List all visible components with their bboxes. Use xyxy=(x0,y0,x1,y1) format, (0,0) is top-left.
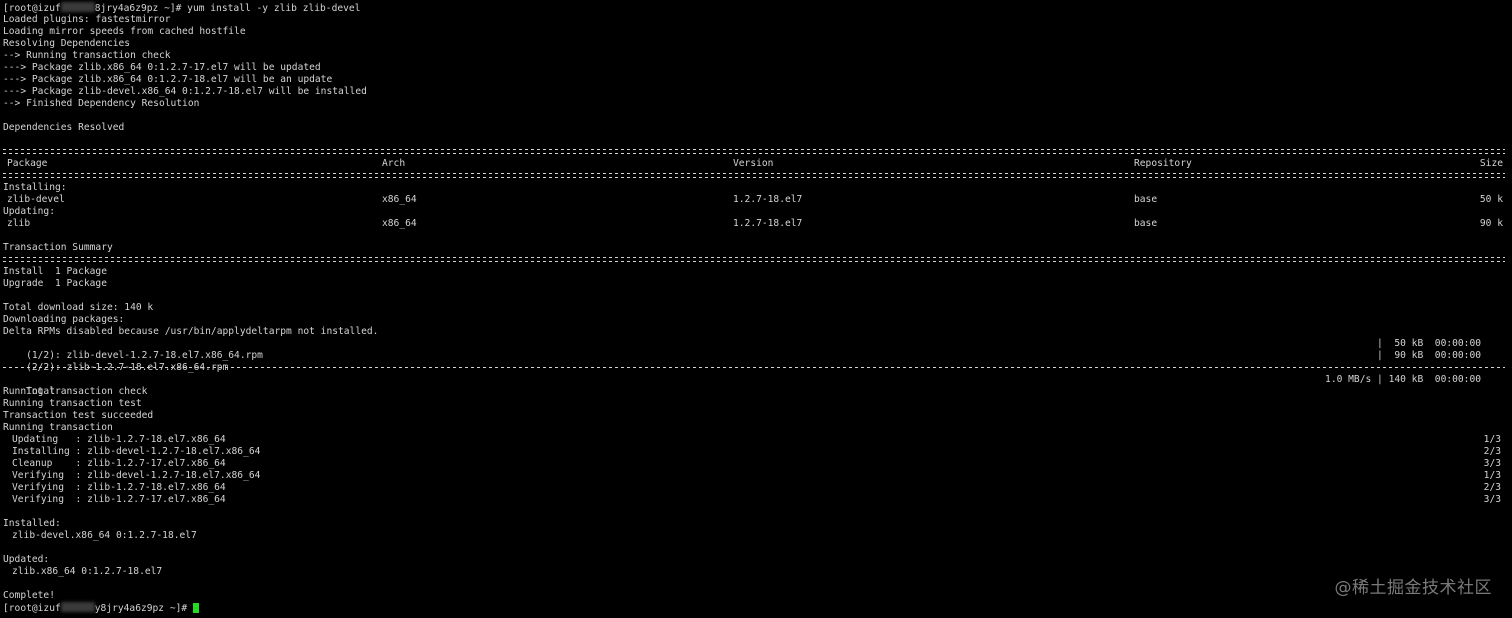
download-file-stats: | 50 kB 00:00:00 xyxy=(1377,338,1481,349)
output-line: ---> Package zlib.x86_64 0:1.2.7-18.el7 … xyxy=(3,74,333,85)
step-text: Verifying : zlib-1.2.7-18.el7.x86_64 xyxy=(12,482,226,493)
updated-package: zlib.x86_64 0:1.2.7-18.el7 xyxy=(12,566,163,577)
download-file-name: (1/2): zlib-devel-1.2.7-18.el7.x86_64.rp… xyxy=(26,350,263,361)
total-download-size: Total download size: 140 k xyxy=(3,302,154,313)
prompt-text: y8jry4a6z9pz ~]# xyxy=(94,603,193,614)
row-arch: x86_64 xyxy=(382,218,417,229)
step-count: 1/3 xyxy=(1483,470,1501,481)
download-file: (2/2): zlib-1.2.7-18.el7.x86_64.rpm | 90… xyxy=(3,350,1505,373)
header-package: Package xyxy=(7,158,48,169)
double-separator xyxy=(3,254,1505,266)
step-text: Updating : zlib-1.2.7-18.el7.x86_64 xyxy=(12,434,226,445)
output-line: Loading mirror speeds from cached hostfi… xyxy=(3,26,246,37)
row-version: 1.2.7-18.el7 xyxy=(733,218,803,229)
download-file-stats: | 90 kB 00:00:00 xyxy=(1377,350,1481,361)
output-line: Dependencies Resolved xyxy=(3,122,125,133)
output-line: Loaded plugins: fastestmirror xyxy=(3,14,171,25)
download-total-stats: 1.0 MB/s | 140 kB 00:00:00 xyxy=(1325,374,1481,385)
step-count: 2/3 xyxy=(1483,446,1501,457)
row-package: zlib-devel xyxy=(7,194,65,205)
step-count: 3/3 xyxy=(1483,458,1501,469)
dashed-separator xyxy=(3,362,1505,374)
updated-label: Updated: xyxy=(3,554,50,565)
header-version: Version xyxy=(733,158,774,169)
installing-label: Installing: xyxy=(3,182,67,193)
row-size: 90 k xyxy=(1479,218,1503,229)
output-line xyxy=(3,134,1505,146)
output-line: Running transaction xyxy=(3,422,113,433)
output-line: Transaction test succeeded xyxy=(3,410,154,421)
output-line: Running transaction test xyxy=(3,398,142,409)
step-count: 3/3 xyxy=(1483,494,1501,505)
redacted-hostname xyxy=(60,602,95,612)
header-repository: Repository xyxy=(1134,158,1192,169)
transaction-step: Updating : zlib-1.2.7-18.el7.x86_64 1/3 xyxy=(3,434,1505,446)
transaction-step: Installing : zlib-devel-1.2.7-18.el7.x86… xyxy=(3,446,1505,458)
transaction-step: Verifying : zlib-1.2.7-17.el7.x86_64 3/3 xyxy=(3,494,1505,506)
step-text: Cleanup : zlib-1.2.7-17.el7.x86_64 xyxy=(12,458,226,469)
row-repository: base xyxy=(1134,194,1158,205)
row-package: zlib xyxy=(7,218,31,229)
step-count: 1/3 xyxy=(1483,434,1501,445)
watermark-text: @稀土掘金技术社区 xyxy=(1334,578,1492,598)
prompt-user-host: [root@izuf xyxy=(3,603,61,614)
output-line: --> Finished Dependency Resolution xyxy=(3,98,200,109)
output-line xyxy=(3,110,1505,122)
command-prompt-line[interactable]: [root@izuf y8jry4a6z9pz ~]# xyxy=(3,602,1505,614)
double-separator xyxy=(3,146,1505,158)
table-header: Package Arch Version Repository Size xyxy=(3,158,1505,170)
download-total-label: Total xyxy=(26,386,55,397)
step-text: Installing : zlib-devel-1.2.7-18.el7.x86… xyxy=(12,446,261,457)
transaction-step: Cleanup : zlib-1.2.7-17.el7.x86_64 3/3 xyxy=(3,458,1505,470)
downloading-packages: Downloading packages: xyxy=(3,314,125,325)
installed-package: zlib-devel.x86_64 0:1.2.7-18.el7 xyxy=(12,530,197,541)
download-total: Total 1.0 MB/s | 140 kB 00:00:00 xyxy=(3,374,1505,397)
output-line: --> Running transaction check xyxy=(3,50,171,61)
step-text: Verifying : zlib-1.2.7-17.el7.x86_64 xyxy=(12,494,226,505)
command-prompt-line: [root@izuf 8jry4a6z9pz ~]# yum install -y… xyxy=(3,2,1505,14)
cursor-block xyxy=(192,603,199,613)
terminal-output[interactable]: [root@izuf 8jry4a6z9pz ~]# yum install -y… xyxy=(3,2,1505,614)
summary-install: Install 1 Package xyxy=(3,266,107,277)
output-line: ---> Package zlib-devel.x86_64 0:1.2.7-1… xyxy=(3,86,367,97)
step-count: 2/3 xyxy=(1483,482,1501,493)
output-line: Running transaction check xyxy=(3,386,148,397)
delta-rpms-notice: Delta RPMs disabled because /usr/bin/app… xyxy=(3,326,379,337)
header-size: Size xyxy=(1479,158,1503,169)
double-separator xyxy=(3,170,1505,182)
output-line: ---> Package zlib.x86_64 0:1.2.7-17.el7 … xyxy=(3,62,321,73)
installed-label: Installed: xyxy=(3,518,61,529)
row-version: 1.2.7-18.el7 xyxy=(733,194,803,205)
download-file: (1/2): zlib-devel-1.2.7-18.el7.x86_64.rp… xyxy=(3,338,1505,361)
row-arch: x86_64 xyxy=(382,194,417,205)
row-repository: base xyxy=(1134,218,1158,229)
table-row: zlib-devel x86_64 1.2.7-18.el7 base 50 k xyxy=(3,194,1505,206)
redacted-hostname xyxy=(60,2,95,12)
updating-label: Updating: xyxy=(3,206,55,217)
row-size: 50 k xyxy=(1479,194,1503,205)
output-line: Resolving Dependencies xyxy=(3,38,131,49)
header-arch: Arch xyxy=(382,158,406,169)
step-text: Verifying : zlib-devel-1.2.7-18.el7.x86_… xyxy=(12,470,261,481)
table-row: zlib x86_64 1.2.7-18.el7 base 90 k xyxy=(3,218,1505,230)
summary-upgrade: Upgrade 1 Package xyxy=(3,278,107,289)
transaction-summary-title: Transaction Summary xyxy=(3,242,113,253)
prompt-user-host: [root@izuf xyxy=(3,3,61,14)
complete-message: Complete! xyxy=(3,590,55,601)
transaction-step: Verifying : zlib-devel-1.2.7-18.el7.x86_… xyxy=(3,470,1505,482)
transaction-step: Verifying : zlib-1.2.7-18.el7.x86_64 2/3 xyxy=(3,482,1505,494)
prompt-command: 8jry4a6z9pz ~]# yum install -y zlib zlib… xyxy=(94,3,361,14)
